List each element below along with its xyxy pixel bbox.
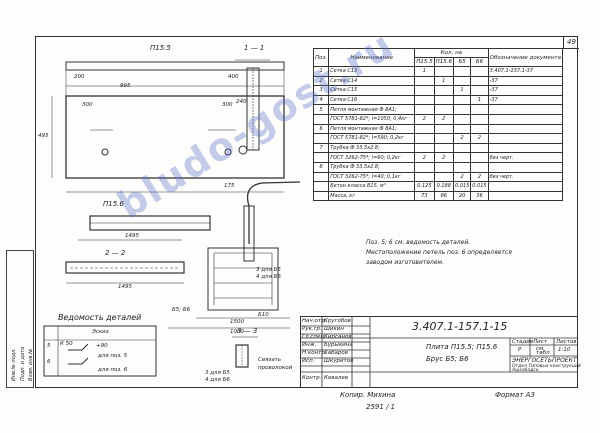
section-label-2-2: 2 — 2 — [105, 249, 126, 257]
person-name: Шикин — [324, 326, 344, 332]
person-name: Шкуритов — [324, 358, 354, 364]
loop-mark — [101, 148, 109, 156]
beam-label-b5: Б5; Б6 — [172, 307, 191, 313]
beam-label-b10: Б10 — [258, 312, 269, 318]
copy-note: Копир. Михина — [340, 391, 396, 399]
details-k50: К 50 — [60, 341, 73, 347]
person-name: Кирсанов — [324, 334, 352, 340]
dimension: 1495 — [118, 284, 132, 290]
drawing-frame — [35, 36, 578, 388]
dimension: 200 — [74, 74, 85, 80]
person-role: Рук.гр. — [302, 326, 322, 332]
archive-number: 2591 / 1 — [366, 403, 396, 411]
beam-2-2 — [65, 261, 185, 274]
sheet-header: Лист — [533, 339, 547, 345]
spec-cell-qty: 36 — [470, 190, 489, 202]
person-role: Исп. — [302, 358, 315, 364]
details-title: Ведомость деталей — [58, 313, 142, 322]
pos-label: 4 для Б6 — [256, 274, 281, 280]
dimension: 400 — [228, 74, 239, 80]
person-role: Инж. — [302, 342, 317, 348]
spec-header-note: Обозначение документа — [487, 48, 564, 67]
note-line: заводом изготовителем. — [366, 259, 444, 266]
product-name: Плита П15.5; П15.6 — [426, 343, 498, 351]
kontr-role: Контр. — [302, 375, 322, 381]
format-note: Формат А3 — [495, 391, 535, 399]
details-pos: 6 — [47, 359, 51, 365]
details-d5: для поз. 5 — [98, 353, 128, 359]
section-label-3-3: 3 — 3 — [237, 327, 258, 335]
person-role: Гл.спец. — [302, 334, 326, 340]
details-d6: для поз. 6 — [98, 367, 128, 373]
note-line: Поз. 5; 6 см. ведомость деталей. — [366, 239, 471, 246]
dimension: 1500 — [230, 319, 244, 325]
slab-p15-5-section — [65, 61, 285, 71]
spec-cell-qty: 86 — [433, 190, 454, 202]
org-name: Отдел Типовых конструкций — [512, 364, 581, 369]
section-label-1-1: 1 — 1 — [244, 44, 265, 52]
kontr-name: Ковалев — [324, 375, 349, 381]
side-stamp-field: Инв.№ подл. — [11, 348, 17, 381]
note-line: Местоположение петель поз. 6 определяетс… — [366, 249, 512, 256]
dimension: 1000 — [230, 329, 244, 335]
dimension: 495 — [38, 133, 49, 139]
spec-cell-pos — [312, 190, 330, 202]
sheet-number: 49 — [563, 36, 579, 49]
person-role: Н.контр. — [302, 350, 327, 356]
details-table — [43, 325, 157, 377]
loop-mark — [224, 148, 232, 156]
tie-note: проволокой — [258, 365, 293, 371]
stage-header: Стадия — [512, 339, 534, 345]
person-name: Бурыкина — [324, 342, 353, 348]
dimension: 1495 — [125, 233, 139, 239]
view-label-p15-5: П15.5 — [150, 44, 171, 52]
document-code: 3.407.1-157.1-15 — [412, 320, 508, 333]
sheet-value: табл. — [536, 350, 552, 356]
side-stamp-field: Подп. и дата — [20, 346, 26, 381]
pos-label: 4 для Б6 — [205, 377, 230, 383]
side-stamp-field: Взам. инв.№ — [28, 348, 34, 381]
org-name: Ашхабадск. — [512, 368, 540, 373]
pos-label: 3 для Б5 — [256, 267, 281, 273]
specification-table: Поз. Наименование Кол. на Обозначение до… — [312, 48, 564, 202]
pos-label: 3 для Б5 — [205, 370, 230, 376]
details-sketch-header: Эскиз — [92, 329, 109, 335]
details-r90: +90 — [96, 343, 108, 349]
tie-note: Связать — [258, 357, 282, 363]
spec-header-pos: Поз. — [312, 48, 330, 67]
spec-qty-col: Б6 — [470, 57, 489, 67]
dimension: 995 — [120, 83, 131, 89]
org-name: ЭНЕРГОСЕТЬПРОЕКТ — [512, 357, 577, 364]
dimension: 300 — [82, 102, 93, 108]
sheet-value: см. — [536, 346, 545, 352]
title-block — [300, 316, 578, 388]
person-role: Нач.отд. — [302, 318, 327, 324]
dimension: 240 — [236, 99, 247, 105]
product-name: Брус Б5; Б6 — [426, 355, 469, 363]
spec-qty-col: П15.6 — [433, 57, 454, 67]
person-name: Кругобов — [324, 318, 351, 324]
details-pos: 5 — [47, 343, 51, 349]
dimension: 300 — [222, 102, 233, 108]
scale-value: 1:10 — [558, 347, 571, 353]
beam-b10 — [207, 247, 279, 311]
stage-value: Р — [518, 347, 522, 353]
side-stamp: Инв.№ подл. Подп. и дата Взам. инв.№ — [6, 250, 34, 388]
sheets-header: Листов — [556, 339, 577, 345]
spec-cell-note — [487, 190, 564, 202]
slab-p15-5-plan — [65, 95, 285, 179]
view-label-p15-6: П15.6 — [103, 200, 124, 208]
person-name: Хабаров — [324, 350, 348, 356]
dimension: 175 — [224, 183, 235, 189]
